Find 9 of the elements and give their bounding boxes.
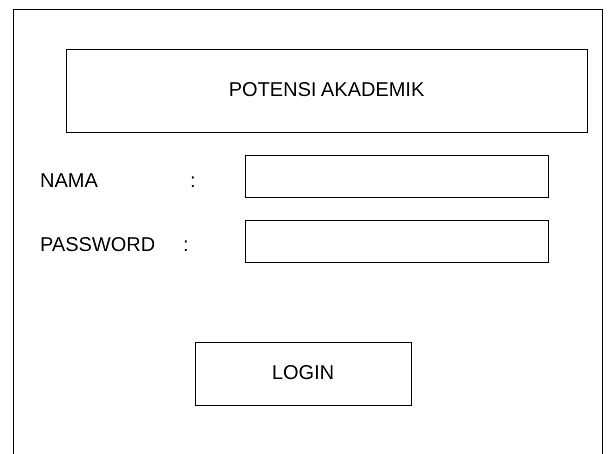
login-button: LOGIN [194, 342, 412, 406]
input-field [244, 154, 548, 198]
field-label: NAMA [40, 171, 98, 191]
field-label: PASSWORD [40, 235, 156, 255]
title-box: POTENSI AKADEMIK [66, 48, 588, 132]
colon: : [190, 171, 196, 191]
colon: : [183, 235, 189, 255]
input-field [244, 220, 548, 262]
window-frame [13, 9, 603, 454]
